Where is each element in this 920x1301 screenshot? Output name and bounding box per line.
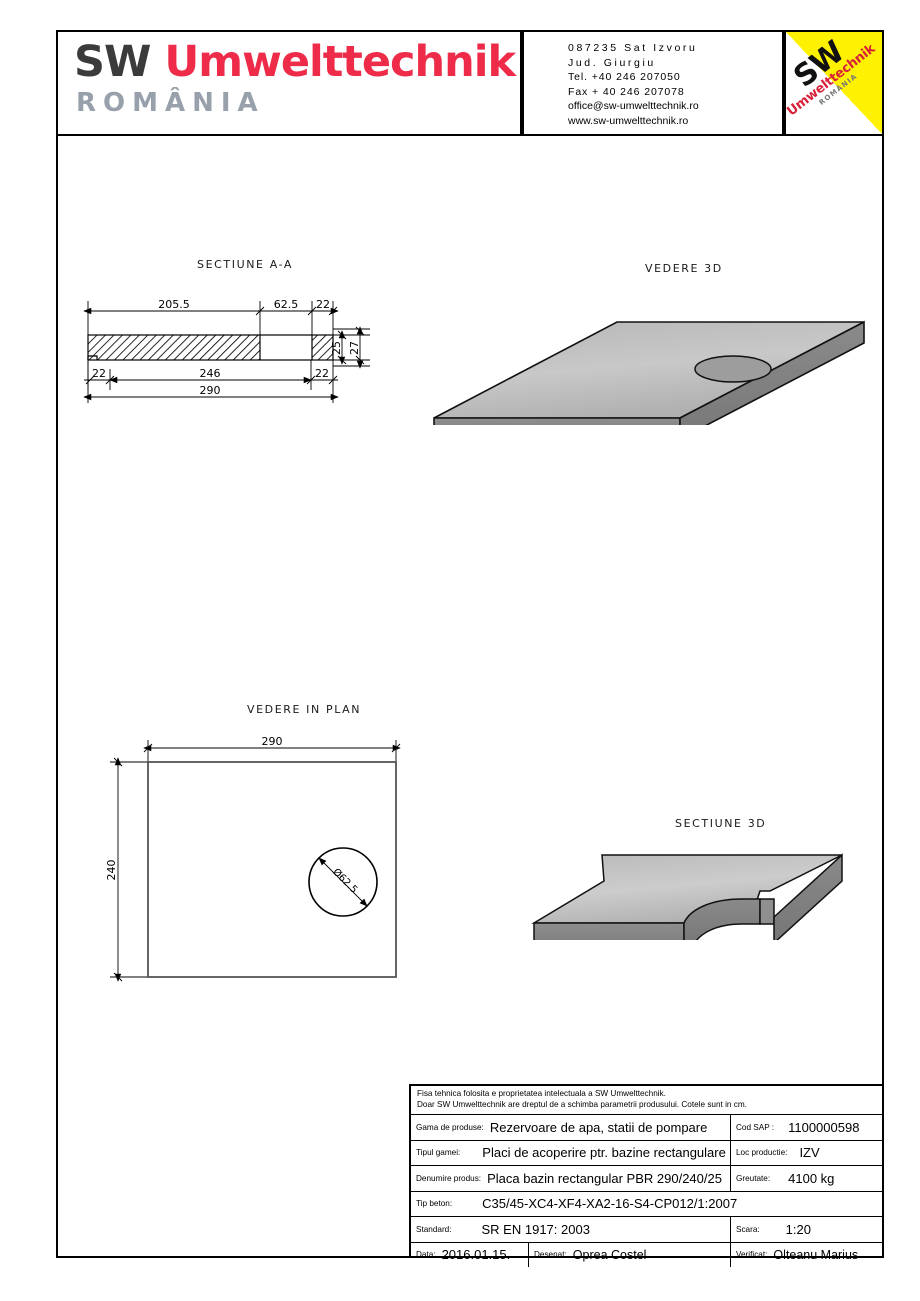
standard-value: SR EN 1917: 2003 xyxy=(481,1221,590,1237)
cell-loc-productie: Loc productie: IZV xyxy=(731,1141,882,1166)
view-3d-title: VEDERE 3D xyxy=(645,262,723,275)
dim-22-left: 22 xyxy=(92,367,106,380)
data-value: 2016.01.15. xyxy=(441,1247,511,1263)
greutate-label: Greutate: xyxy=(736,1173,771,1183)
dim-246: 246 xyxy=(200,367,221,380)
address-website: www.sw-umwelttechnik.ro xyxy=(568,114,689,127)
data-label: Data: xyxy=(416,1250,436,1260)
dim-hole-diameter: Ø62.5 xyxy=(330,866,360,896)
view-3d-drawing xyxy=(433,320,865,425)
cod-sap-value: 1100000598 xyxy=(788,1119,860,1135)
drawing-sheet-frame xyxy=(56,30,884,1258)
address-line-2: Jud. Giurgiu xyxy=(568,56,656,69)
sheet-header: SW Umwelttechnik ROMÂNIA 087235 Sat Izvo… xyxy=(56,30,884,136)
dim-22-top: 22 xyxy=(316,298,330,311)
cell-tip-beton: Tip beton: C35/45-XC4-XF4-XA2-16-S4-CP01… xyxy=(411,1192,882,1217)
gama-label: Gama de produse: xyxy=(416,1122,484,1132)
brand-box: SW Umwelttechnik ROMÂNIA xyxy=(56,30,522,136)
address-email: office@sw-umwelttechnik.ro xyxy=(568,100,699,112)
title-block: Fisa tehnica folosita e proprietatea int… xyxy=(409,1084,884,1267)
tipul-gamei-value: Placi de acoperire ptr. bazine rectangul… xyxy=(482,1145,726,1161)
row-tipul-gamei: Tipul gamei: Placi de acoperire ptr. baz… xyxy=(411,1140,882,1166)
dim-plan-290: 290 xyxy=(262,735,283,748)
plan-view-title: VEDERE IN PLAN xyxy=(247,703,362,716)
loc-productie-label: Loc productie: xyxy=(736,1148,788,1158)
brand-umwelttechnik-text: Umwelttechnik xyxy=(164,37,516,87)
loc-productie-value: IZV xyxy=(799,1145,820,1161)
address-box: 087235 Sat Izvoru Jud. Giurgiu Tel. +40 … xyxy=(522,30,784,136)
cell-greutate: Greutate: 4100 kg xyxy=(731,1166,882,1191)
section-aa-drawing: 205.5 62.5 22 246 22 22 290 25 27 xyxy=(83,298,370,403)
scara-value: 1:20 xyxy=(785,1221,811,1237)
gama-value: Rezervoare de apa, statii de pompare xyxy=(489,1119,708,1135)
cell-standard: Standard: SR EN 1917: 2003 xyxy=(411,1217,731,1242)
tip-beton-label: Tip beton: xyxy=(416,1199,453,1209)
cell-verificat: Verificat: Olteanu Marius xyxy=(731,1243,882,1268)
row-denumire: Denumire produs: Placa bazin rectangular… xyxy=(411,1166,882,1192)
denumire-label: Denumire produs: xyxy=(416,1173,482,1183)
section-3d-drawing xyxy=(531,853,843,940)
brand-wordmark: SW Umwelttechnik xyxy=(74,36,516,88)
company-logo: SW Umwelttechnik ROMÂNIA xyxy=(784,30,884,136)
cell-cod-sap: Cod SAP : 1100000598 xyxy=(731,1115,882,1140)
dim-plan-240: 240 xyxy=(105,860,118,881)
cell-data: Data: 2016.01.15. xyxy=(411,1242,529,1267)
brand-sw-text: SW xyxy=(74,37,151,87)
cell-tipul-gamei: Tipul gamei: Placi de acoperire ptr. baz… xyxy=(411,1140,731,1165)
address-line-1: 087235 Sat Izvoru xyxy=(568,42,698,54)
row-tip-beton: Tip beton: C35/45-XC4-XF4-XA2-16-S4-CP01… xyxy=(411,1192,882,1217)
brand-country-text: ROMÂNIA xyxy=(76,88,265,118)
cell-scara: Scara: 1:20 xyxy=(731,1217,882,1242)
cell-gama: Gama de produse: Rezervoare de apa, stat… xyxy=(411,1115,731,1140)
dim-25: 25 xyxy=(330,341,343,355)
row-data-desenat-verificat: Data: 2016.01.15. Desenat: Oprea Costel … xyxy=(411,1242,882,1268)
standard-label: Standard: xyxy=(416,1224,452,1234)
plan-view-drawing: 290 240 Ø62.5 xyxy=(105,735,401,982)
title-block-note: Fisa tehnica folosita e proprietatea int… xyxy=(411,1086,882,1114)
greutate-value: 4100 kg xyxy=(788,1170,835,1186)
address-line-3: Tel. +40 246 207050 xyxy=(568,71,681,83)
dim-290-section: 290 xyxy=(200,384,221,397)
desenat-label: Desenat: xyxy=(534,1250,567,1260)
title-block-note-row: Fisa tehnica folosita e proprietatea int… xyxy=(411,1086,882,1115)
section-aa-title: SECTIUNE A-A xyxy=(197,258,294,271)
verificat-label: Verificat: xyxy=(736,1250,768,1260)
cod-sap-label: Cod SAP : xyxy=(736,1122,775,1132)
desenat-value: Oprea Costel xyxy=(572,1247,647,1262)
scara-label: Scara: xyxy=(736,1224,760,1234)
address-line-4: Fax + 40 246 207078 xyxy=(568,85,685,98)
tipul-gamei-label: Tipul gamei: xyxy=(416,1148,461,1158)
dim-22-right: 22 xyxy=(315,367,329,380)
dim-27: 27 xyxy=(348,341,361,355)
cell-desenat: Desenat: Oprea Costel xyxy=(529,1242,731,1267)
dim-62-5: 62.5 xyxy=(274,298,299,311)
logo-yellow-background xyxy=(786,32,882,134)
dim-205-5: 205.5 xyxy=(158,298,190,311)
denumire-value: Placa bazin rectangular PBR 290/240/25 xyxy=(487,1170,722,1186)
row-standard: Standard: SR EN 1917: 2003 Scara: 1:20 xyxy=(411,1217,882,1243)
section-3d-title: SECTIUNE 3D xyxy=(675,817,767,830)
row-gama: Gama de produse: Rezervoare de apa, stat… xyxy=(411,1115,882,1141)
cell-denumire: Denumire produs: Placa bazin rectangular… xyxy=(411,1166,731,1191)
note-line-2: Doar SW Umwelttechnik are dreptul de a s… xyxy=(417,1099,747,1109)
verificat-value: Olteanu Marius xyxy=(773,1247,859,1262)
tip-beton-value: C35/45-XC4-XF4-XA2-16-S4-CP012/1:2007 xyxy=(482,1196,738,1212)
note-line-1: Fisa tehnica folosita e proprietatea int… xyxy=(417,1089,666,1098)
